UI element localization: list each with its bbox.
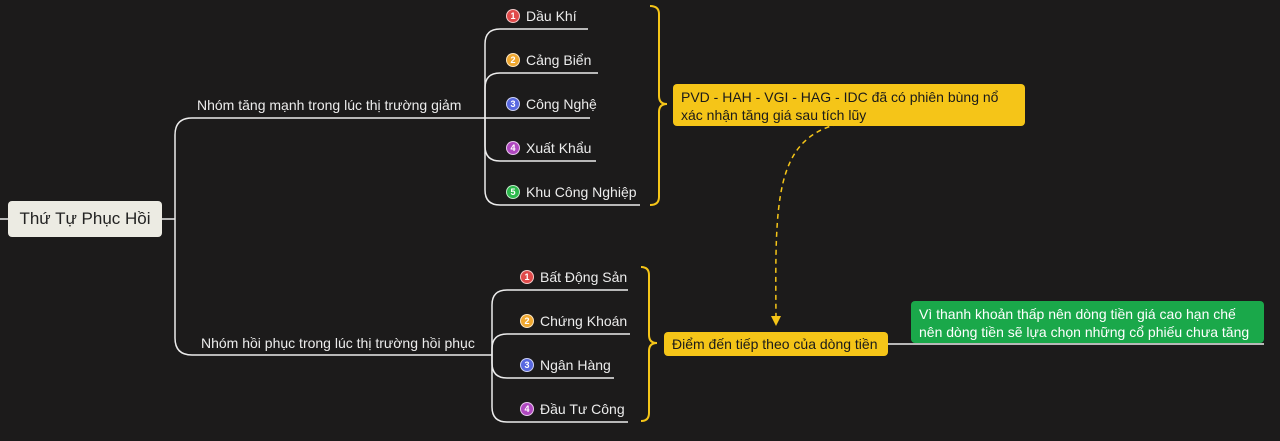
leaf-node-chung-khoan[interactable]: 2 Chứng Khoán bbox=[520, 313, 627, 329]
number-badge-icon: 5 bbox=[506, 185, 520, 199]
leaf-label: Dầu Khí bbox=[526, 8, 577, 24]
branch-node-2[interactable]: Nhóm hồi phục trong lúc thị trường hồi p… bbox=[201, 335, 475, 351]
branch1-connector bbox=[174, 117, 485, 219]
number-badge-icon: 2 bbox=[506, 53, 520, 67]
root-label: Thứ Tự Phục Hồi bbox=[19, 209, 151, 228]
bracket-branch1 bbox=[649, 5, 668, 206]
leaf-node-cang-bien[interactable]: 2 Cảng Biển bbox=[506, 52, 591, 68]
leaf-node-ngan-hang[interactable]: 3 Ngân Hàng bbox=[520, 357, 611, 373]
leaf-connector-bat-dong-san bbox=[491, 289, 628, 355]
number-badge-icon: 4 bbox=[506, 141, 520, 155]
leaf-node-bat-dong-san[interactable]: 1 Bất Động Sản bbox=[520, 269, 627, 285]
leaf-node-dau-tu-cong[interactable]: 4 Đầu Tư Công bbox=[520, 401, 625, 417]
leaf-label: Đầu Tư Công bbox=[540, 401, 625, 417]
leaf-label: Chứng Khoán bbox=[540, 313, 628, 329]
number-badge-icon: 1 bbox=[520, 270, 534, 284]
leaf-label: Ngân Hàng bbox=[540, 357, 611, 373]
relation-dashed-line bbox=[775, 123, 839, 319]
leaf-connector-dau-khi bbox=[484, 28, 588, 118]
number-badge-icon: 1 bbox=[506, 9, 520, 23]
summary-note-text: Điểm đến tiếp theo của dòng tiền bbox=[672, 336, 878, 352]
leaf-label: Bất Động Sản bbox=[540, 269, 628, 285]
leaf-node-khu-cong-nghiep[interactable]: 5 Khu Công Nghiệp bbox=[506, 184, 637, 200]
leaf-label: Cảng Biển bbox=[526, 52, 592, 68]
branch2-connector bbox=[174, 219, 492, 356]
leaf-connector-khu-cong-nghiep bbox=[484, 118, 640, 206]
branch-node-1[interactable]: Nhóm tăng mạnh trong lúc thị trường giảm bbox=[197, 97, 461, 113]
branch-label: Nhóm tăng mạnh trong lúc thị trường giảm bbox=[197, 97, 462, 113]
bracket-branch2 bbox=[640, 266, 658, 422]
leaf-node-dau-khi[interactable]: 1 Dầu Khí bbox=[506, 8, 577, 24]
leaf-connector-chung-khoan bbox=[491, 333, 630, 355]
summary-note-text: PVD - HAH - VGI - HAG - IDC đã có phiên … bbox=[681, 89, 999, 123]
branch-label: Nhóm hồi phục trong lúc thị trường hồi p… bbox=[201, 335, 475, 351]
number-badge-icon: 3 bbox=[506, 97, 520, 111]
summary-note-branch2[interactable]: Điểm đến tiếp theo của dòng tiền bbox=[664, 332, 888, 356]
summary-note-branch1[interactable]: PVD - HAH - VGI - HAG - IDC đã có phiên … bbox=[673, 84, 1025, 126]
leaf-node-cong-nghe[interactable]: 3 Công Nghệ bbox=[506, 96, 597, 112]
number-badge-icon: 2 bbox=[520, 314, 534, 328]
leaf-label: Công Nghệ bbox=[526, 96, 597, 112]
leaf-connector-dau-tu-cong bbox=[491, 355, 628, 423]
leaf-label: Khu Công Nghiệp bbox=[526, 184, 637, 200]
root-node[interactable]: Thứ Tự Phục Hồi bbox=[8, 201, 162, 237]
leaf-node-xuat-khau[interactable]: 4 Xuất Khẩu bbox=[506, 140, 591, 156]
relation-arrow-head bbox=[771, 316, 781, 326]
number-badge-icon: 4 bbox=[520, 402, 534, 416]
leaf-label: Xuất Khẩu bbox=[526, 140, 592, 156]
side-note-text: Vì thanh khoản thấp nên dòng tiền giá ca… bbox=[919, 306, 1250, 340]
leaf-connector-cang-bien bbox=[484, 72, 598, 118]
side-note[interactable]: Vì thanh khoản thấp nên dòng tiền giá ca… bbox=[911, 301, 1264, 343]
number-badge-icon: 3 bbox=[520, 358, 534, 372]
